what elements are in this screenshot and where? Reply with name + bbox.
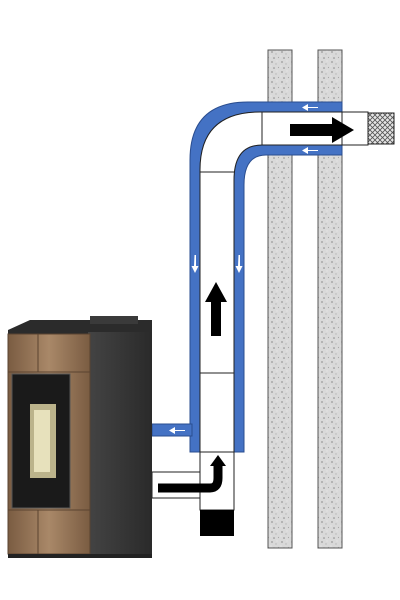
- condensate-cap-icon: [200, 510, 234, 536]
- arrow-down-icon: [191, 255, 243, 273]
- stove-glass-door: [11, 373, 71, 509]
- inner-flue-pipe: [199, 111, 343, 453]
- pellet-stove: [7, 316, 152, 558]
- bent-arrow-icon: [158, 455, 226, 493]
- mesh-grille-icon: [367, 112, 395, 145]
- arrow-right-icon: [290, 117, 354, 143]
- outer-air-duct: [151, 101, 343, 453]
- arrow-left-icon: [169, 104, 318, 434]
- arrow-up-icon: [205, 282, 227, 336]
